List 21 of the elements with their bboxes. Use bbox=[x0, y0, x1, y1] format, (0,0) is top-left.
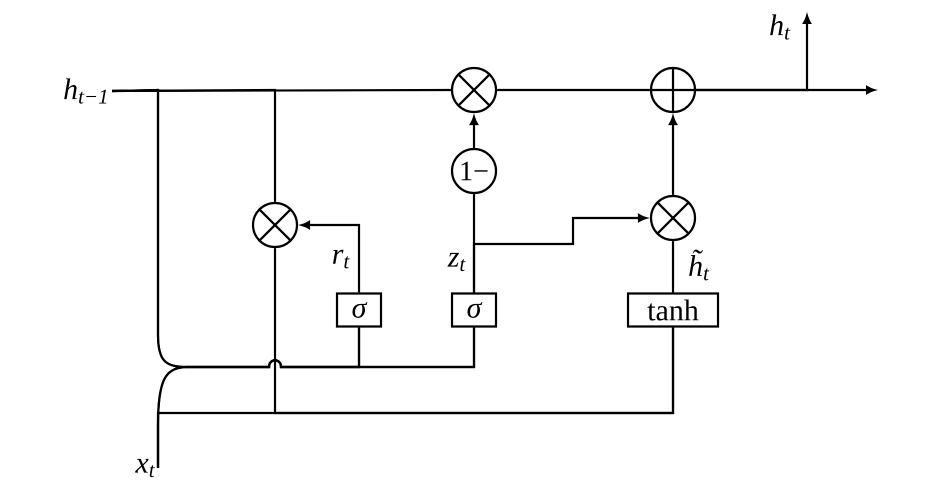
input-label: x$_{t}$ bbox=[135, 458, 156, 478]
connector-line bbox=[274, 248, 674, 414]
sigmoid-box: σ bbox=[450, 292, 498, 328]
arrow bbox=[472, 214, 647, 292]
input-label: h$_{t−1}$ bbox=[64, 78, 106, 104]
circled-cross-symbol bbox=[650, 194, 696, 242]
arrow bbox=[470, 116, 478, 148]
arrow bbox=[668, 116, 678, 195]
connector-line bbox=[497, 88, 650, 92]
circled-cross-symbol bbox=[450, 66, 498, 114]
edge-label: r$_{t}$ bbox=[330, 248, 352, 270]
edge-label: h̃$_{t}$ bbox=[686, 248, 712, 282]
edge-label: z$_{t}$ bbox=[446, 250, 468, 274]
edge-label: h$_{t}$ bbox=[767, 12, 793, 42]
circled-cross-symbol bbox=[252, 202, 298, 248]
arrow bbox=[301, 220, 360, 292]
connector-line bbox=[672, 241, 674, 292]
sigmoid-box: σ bbox=[336, 292, 382, 328]
arrow bbox=[696, 15, 812, 92]
tanh-box: tanh bbox=[626, 292, 720, 328]
circled-plus-symbol bbox=[650, 66, 696, 114]
